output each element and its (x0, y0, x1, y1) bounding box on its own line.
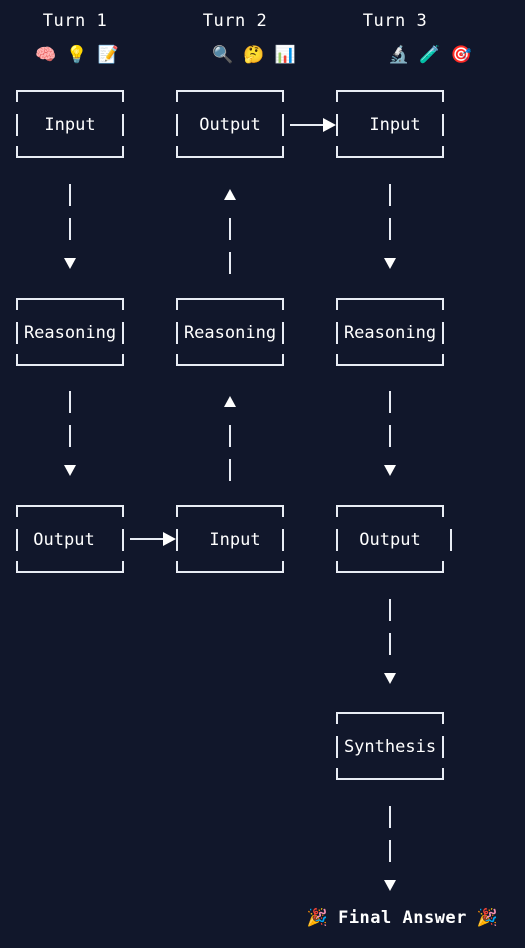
node-label: Input (209, 530, 261, 550)
turn-3-output-node: Output (336, 505, 452, 573)
thinking-face-icon: 🤔 (243, 45, 265, 65)
turn-1-title: Turn 1 (42, 11, 108, 31)
connector-line (69, 391, 71, 413)
node-label: Reasoning (23, 323, 117, 343)
node-label: Output (199, 115, 261, 135)
final-answer-label: Final Answer (338, 908, 467, 928)
turn-1-output-node: Output (16, 505, 124, 573)
connector-line (389, 599, 391, 621)
arrow-down-icon (384, 258, 396, 269)
arrow-up-icon (224, 396, 236, 407)
lightbulb-icon: 💡 (66, 45, 88, 65)
arrow-down-icon (64, 465, 76, 476)
turn-3-synthesis-node: Synthesis (336, 712, 444, 780)
arrow-up-icon (224, 189, 236, 200)
turn-2-reasoning-node: Reasoning (176, 298, 284, 366)
node-label: Input (44, 115, 96, 135)
turn-1-input-node: Input (16, 90, 124, 158)
connector-line (389, 184, 391, 206)
target-icon: 🎯 (450, 45, 473, 65)
connector-line (69, 184, 71, 206)
connector-line (290, 124, 324, 126)
turn-2-output-node: Output (176, 90, 284, 158)
microscope-icon: 🔬 (388, 45, 410, 65)
arrow-down-icon (384, 880, 396, 891)
node-label: Synthesis (343, 737, 437, 757)
test-tube-icon: 🧪 (419, 45, 441, 65)
party-popper-icon: 🎉 (476, 908, 499, 928)
arrow-down-icon (64, 258, 76, 269)
memo-icon: 📝 (97, 45, 120, 65)
party-popper-icon: 🎉 (306, 908, 329, 928)
final-answer: 🎉 Final Answer 🎉 (300, 906, 505, 930)
turn-1-reasoning-node: Reasoning (16, 298, 124, 366)
connector-line (389, 840, 391, 862)
turn-3-icons: 🔬 🧪 🎯 (388, 44, 472, 68)
connector-line (69, 218, 71, 240)
turn-3-input-node: Input (336, 90, 444, 158)
connector-line (389, 425, 391, 447)
turn-3-title: Turn 3 (362, 11, 428, 31)
connector-line (229, 218, 231, 240)
turn-3-reasoning-node: Reasoning (336, 298, 444, 366)
brain-icon: 🧠 (35, 45, 57, 65)
connector-line (229, 252, 231, 274)
turn-2-input-node: Input (176, 505, 284, 573)
connector-line (229, 425, 231, 447)
connector-line (389, 391, 391, 413)
connector-line (130, 538, 164, 540)
connector-line (389, 633, 391, 655)
arrow-right-icon (323, 118, 336, 132)
turn-2-icons: 🔍 🤔 📊 (212, 44, 296, 68)
turn-1-icons: 🧠 💡 📝 (35, 44, 119, 68)
arrow-down-icon (384, 465, 396, 476)
bar-chart-icon: 📊 (274, 45, 297, 65)
node-label: Reasoning (343, 323, 437, 343)
magnifier-icon: 🔍 (212, 45, 234, 65)
node-label: Output (359, 530, 421, 550)
connector-line (69, 425, 71, 447)
arrow-down-icon (384, 673, 396, 684)
connector-line (389, 806, 391, 828)
turn-2-title: Turn 2 (202, 11, 268, 31)
connector-line (389, 218, 391, 240)
node-label: Reasoning (183, 323, 277, 343)
connector-line (229, 459, 231, 481)
node-label: Output (33, 530, 95, 550)
node-label: Input (369, 115, 421, 135)
arrow-right-icon (163, 532, 176, 546)
